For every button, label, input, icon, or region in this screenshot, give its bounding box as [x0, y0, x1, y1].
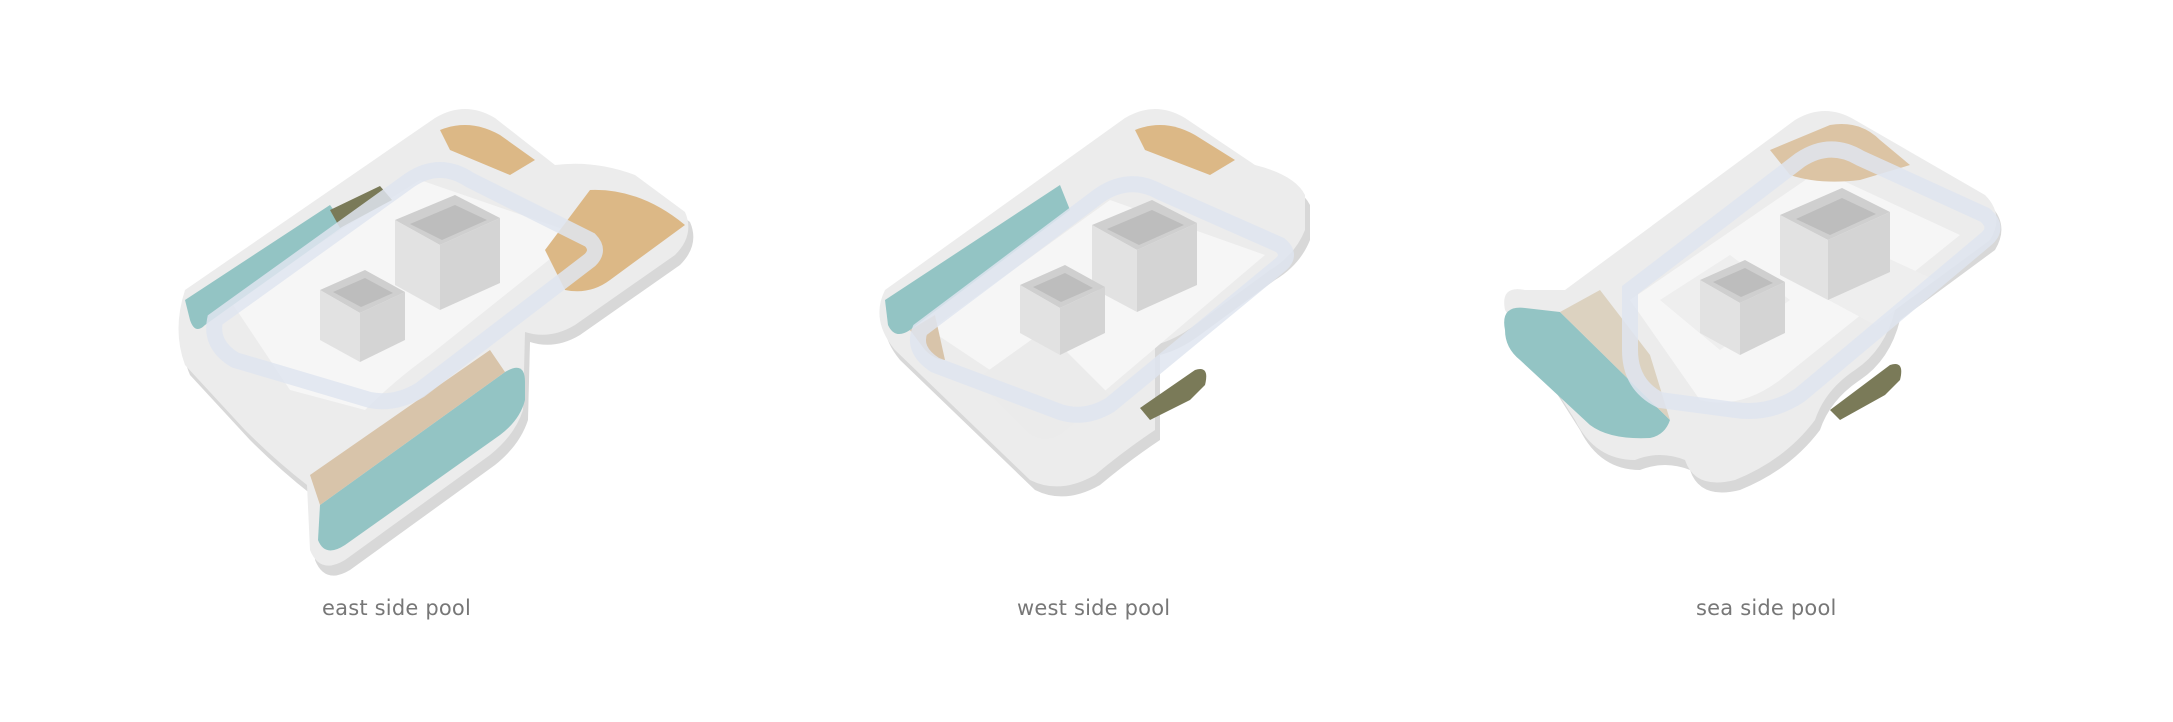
west-glass-ring — [909, 176, 1294, 423]
east-side-pool-model — [178, 109, 694, 576]
west-sand-top — [1135, 125, 1235, 175]
sea-tower-large — [1780, 188, 1890, 300]
east-sand-deck-strip — [310, 350, 505, 505]
east-pool-long-basin — [318, 367, 525, 551]
east-pool-left-strip — [185, 205, 345, 329]
sea-pool-basin — [1504, 307, 1670, 439]
west-tower-small — [1020, 265, 1105, 355]
caption-west-side-pool: west side pool — [1017, 596, 1171, 620]
sea-floor-pale-right — [1810, 250, 1935, 325]
sea-glass-ring — [1622, 141, 2001, 419]
west-pool-long-strip — [885, 185, 1070, 334]
sea-side-pool-model — [1504, 111, 2002, 493]
west-green-planter — [1140, 369, 1207, 420]
east-glass-ring — [206, 162, 603, 410]
sea-tower-small — [1700, 260, 1785, 355]
west-side-pool-model — [879, 109, 1310, 497]
east-tower-small — [320, 270, 405, 362]
sea-green-planter — [1830, 364, 1902, 420]
east-sand-top — [440, 125, 535, 175]
caption-sea-side-pool: sea side pool — [1696, 596, 1837, 620]
east-tower-large — [395, 195, 500, 310]
caption-east-side-pool: east side pool — [322, 596, 472, 620]
